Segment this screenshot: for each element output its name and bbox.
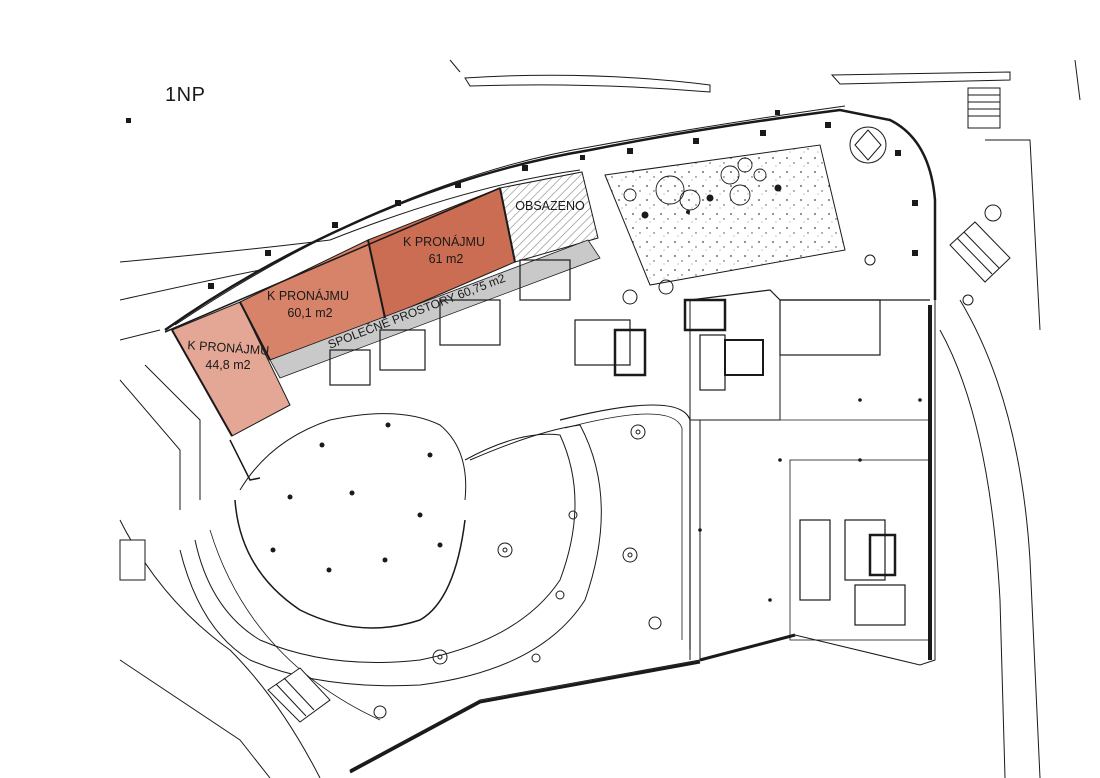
unit-60-status: K PRONÁJMU	[267, 288, 349, 303]
unit-44-area-label: 44,8 m2	[205, 358, 250, 372]
floor-label: 1NP	[165, 84, 206, 106]
unit-61-status: K PRONÁJMU	[403, 234, 485, 249]
service-cores	[329, 259, 931, 641]
site-lines	[119, 59, 1081, 778]
facade-columns	[126, 110, 918, 289]
columns	[270, 398, 922, 602]
unit-60-area-label: 60,1 m2	[287, 306, 332, 320]
unit-44-status: K PRONÁJMU	[187, 337, 270, 358]
outdoor-stairs	[119, 87, 1011, 723]
winter-garden	[604, 144, 846, 286]
common-area[interactable]	[269, 239, 601, 379]
unit-occupied-status: OBSAZENO	[515, 199, 585, 213]
unit-61-area-label: 61 m2	[429, 252, 464, 266]
unit-partitions	[164, 187, 516, 437]
entrance-features	[622, 126, 1002, 306]
atrium	[179, 404, 691, 721]
courtyard-trees	[373, 424, 662, 719]
